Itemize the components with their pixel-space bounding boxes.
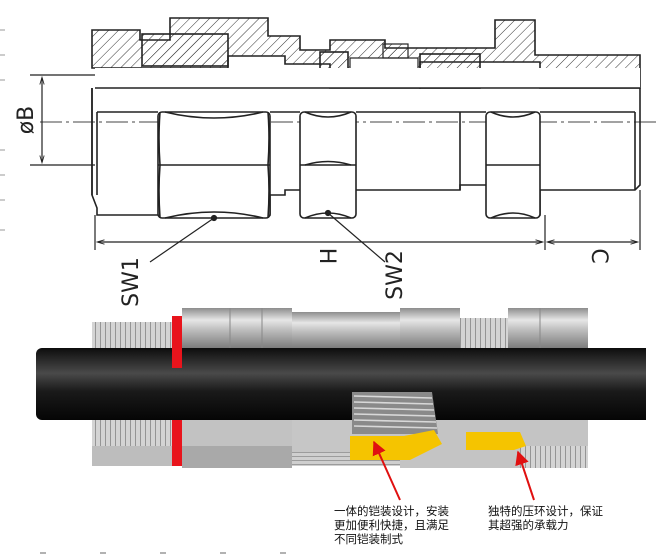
callout-left-line-1: 一体的铠装设计，安装 xyxy=(334,504,449,518)
gland-body-sw1 xyxy=(182,308,292,468)
red-seal-ring xyxy=(172,316,182,368)
label-wrench-2: SW2 xyxy=(383,250,408,300)
label-wrench-1: SW1 xyxy=(119,257,144,307)
callout-compression-ring: 独特的压环设计，保证 其超强的承载力 xyxy=(488,504,603,532)
label-cap: C xyxy=(586,248,611,263)
compression-ring-yellow xyxy=(466,432,526,450)
callout-armor-design: 一体的铠装设计，安装 更加便利快捷，且满足 不同铠装制式 xyxy=(334,504,449,546)
callout-right-line-2: 其超强的承载力 xyxy=(488,518,569,532)
dimension-cap xyxy=(548,190,641,250)
entry-thread xyxy=(92,322,172,348)
label-length: H xyxy=(314,248,339,265)
cutaway-render xyxy=(36,308,646,468)
leader-lines xyxy=(149,209,386,263)
callout-left-line-3: 不同铠装制式 xyxy=(334,532,403,546)
callout-arrow-right xyxy=(515,450,535,501)
hex-nut-sw1 xyxy=(157,111,271,219)
dimension-diameter xyxy=(30,74,95,166)
section-hatching xyxy=(91,17,641,89)
hex-nut-right xyxy=(485,111,541,219)
callout-left-line-2: 更加便利快捷，且满足 xyxy=(334,518,449,532)
hex-nut-sw2 xyxy=(299,111,357,219)
armor-wire-cone xyxy=(352,392,438,434)
callout-arrow-left xyxy=(372,440,401,501)
cable xyxy=(36,348,646,420)
page-margin-marks xyxy=(0,29,5,231)
label-diameter: øB xyxy=(14,106,39,135)
technical-drawing xyxy=(0,17,660,263)
dimension-length xyxy=(94,215,546,250)
callout-right-line-1: 独特的压环设计，保证 xyxy=(488,504,603,518)
